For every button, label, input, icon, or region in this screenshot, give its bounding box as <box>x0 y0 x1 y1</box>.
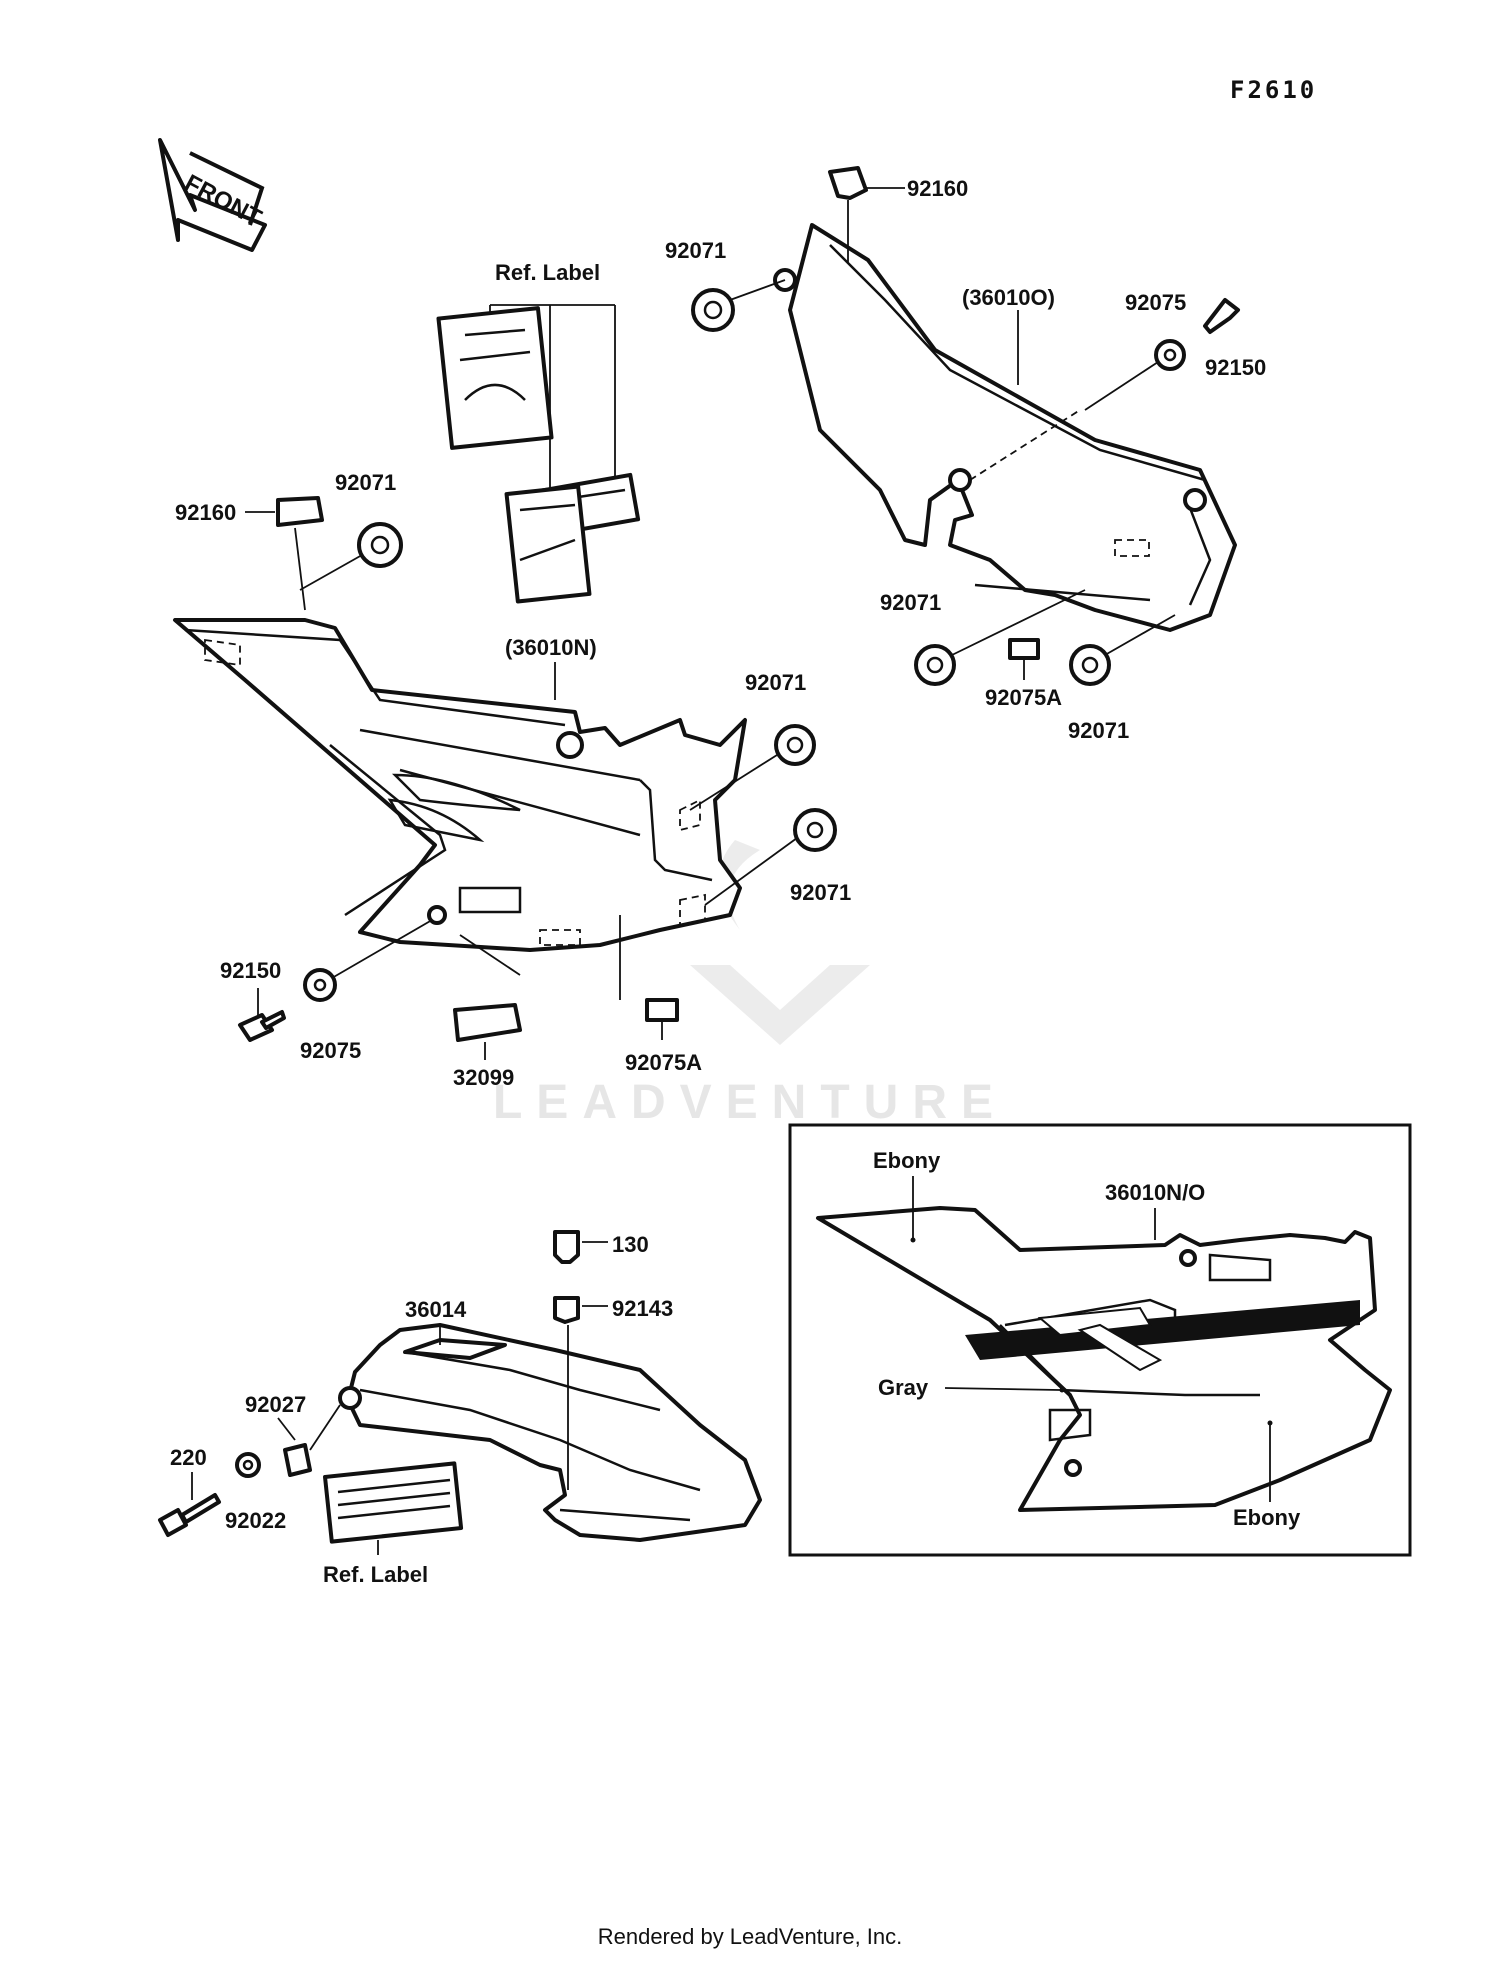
ref-label-stickers-top: Ref. Label <box>436 260 641 604</box>
ref-label-sticker-bottom: Ref. Label <box>323 1461 464 1587</box>
cover-32099: 32099 <box>453 934 522 1090</box>
callout-36014: 36014 <box>405 1297 467 1322</box>
grommet-92071-r3: 92071 <box>1068 614 1176 743</box>
callout-92071-r3: 92071 <box>1068 718 1129 743</box>
callout-92150-right: 92150 <box>1205 355 1266 380</box>
callout-220: 220 <box>170 1445 207 1470</box>
callout-92150-left: 92150 <box>220 958 281 983</box>
callout-92075-right: 92075 <box>1125 290 1186 315</box>
callout-92075-left: 92075 <box>300 1038 361 1063</box>
grommet-92071-right-low: 92071 <box>704 808 851 906</box>
watermark-text: LEADVENTURE <box>493 1076 1007 1129</box>
callout-92143: 92143 <box>612 1296 673 1321</box>
callout-32099: 32099 <box>453 1065 514 1090</box>
callout-ref-label-top: Ref. Label <box>495 260 600 285</box>
chain-cover-36014 <box>338 1323 762 1542</box>
pad-92075a-left: 92075A <box>619 915 702 1075</box>
callout-92071-right-mid: 92071 <box>745 670 806 695</box>
nut-92143: 92143 <box>553 1296 673 1490</box>
callout-92075a-left: 92075A <box>625 1050 702 1075</box>
side-cover-right <box>773 223 1237 632</box>
callout-92071-left-upper: 92071 <box>335 470 396 495</box>
callout-92071-top: 92071 <box>665 238 726 263</box>
callout-ref-label-bottom: Ref. Label <box>323 1562 428 1587</box>
grommet-92071-left-upper: 92071 <box>299 470 403 591</box>
grommet-92071-top: 92071 <box>665 238 786 332</box>
inset-label-ebony-top: Ebony <box>873 1148 941 1173</box>
bolt-220: 220 <box>158 1445 221 1537</box>
inset-label-ebony-bottom: Ebony <box>1233 1505 1301 1530</box>
collar-92027: 92027 <box>245 1392 341 1477</box>
grommet-92071-r2: 92071 <box>880 589 1086 686</box>
callout-92071-r2: 92071 <box>880 590 941 615</box>
footer-credit: Rendered by LeadVenture, Inc. <box>597 1924 903 1949</box>
screw-92150-left: 92150 <box>220 958 286 1042</box>
grommet-92075-right: 92075 <box>1084 290 1186 411</box>
callout-130: 130 <box>612 1232 649 1257</box>
inset-dot-ebony-bottom <box>1267 1420 1273 1426</box>
clip-92160-top: 92160 <box>828 166 968 262</box>
grommet-92075-left: 92075 <box>300 919 433 1063</box>
inset-label-gray: Gray <box>878 1375 929 1400</box>
callout-92075a-right: 92075A <box>985 685 1062 710</box>
callout-36010n: (36010N) <box>505 635 597 660</box>
pad-92075a-right: 92075A <box>985 638 1062 710</box>
clip-92160-left: 92160 <box>175 496 324 611</box>
inset-leader-gray <box>944 1387 1061 1391</box>
callout-92160-left: 92160 <box>175 500 236 525</box>
figure-code: F2610 <box>1230 76 1317 104</box>
inset-dot-ebony-top <box>910 1237 916 1243</box>
screw-92150-right: 92150 <box>1203 298 1266 380</box>
callout-92022: 92022 <box>225 1508 286 1533</box>
callout-92071-right-low: 92071 <box>790 880 851 905</box>
bolt-130: 130 <box>553 1230 649 1264</box>
washer-92022: 92022 <box>225 1452 286 1533</box>
inset-dot-gray <box>1059 1387 1065 1393</box>
grommet-92071-right-mid: 92071 <box>689 670 816 811</box>
side-cover-left <box>173 618 747 952</box>
callout-36010o: (36010O) <box>962 285 1055 310</box>
inset-label-part-no: 36010N/O <box>1105 1180 1205 1205</box>
callout-92160-top: 92160 <box>907 176 968 201</box>
front-arrow-icon: FRONT <box>158 138 267 252</box>
color-inset-box <box>788 1123 1412 1557</box>
callout-92027: 92027 <box>245 1392 306 1417</box>
